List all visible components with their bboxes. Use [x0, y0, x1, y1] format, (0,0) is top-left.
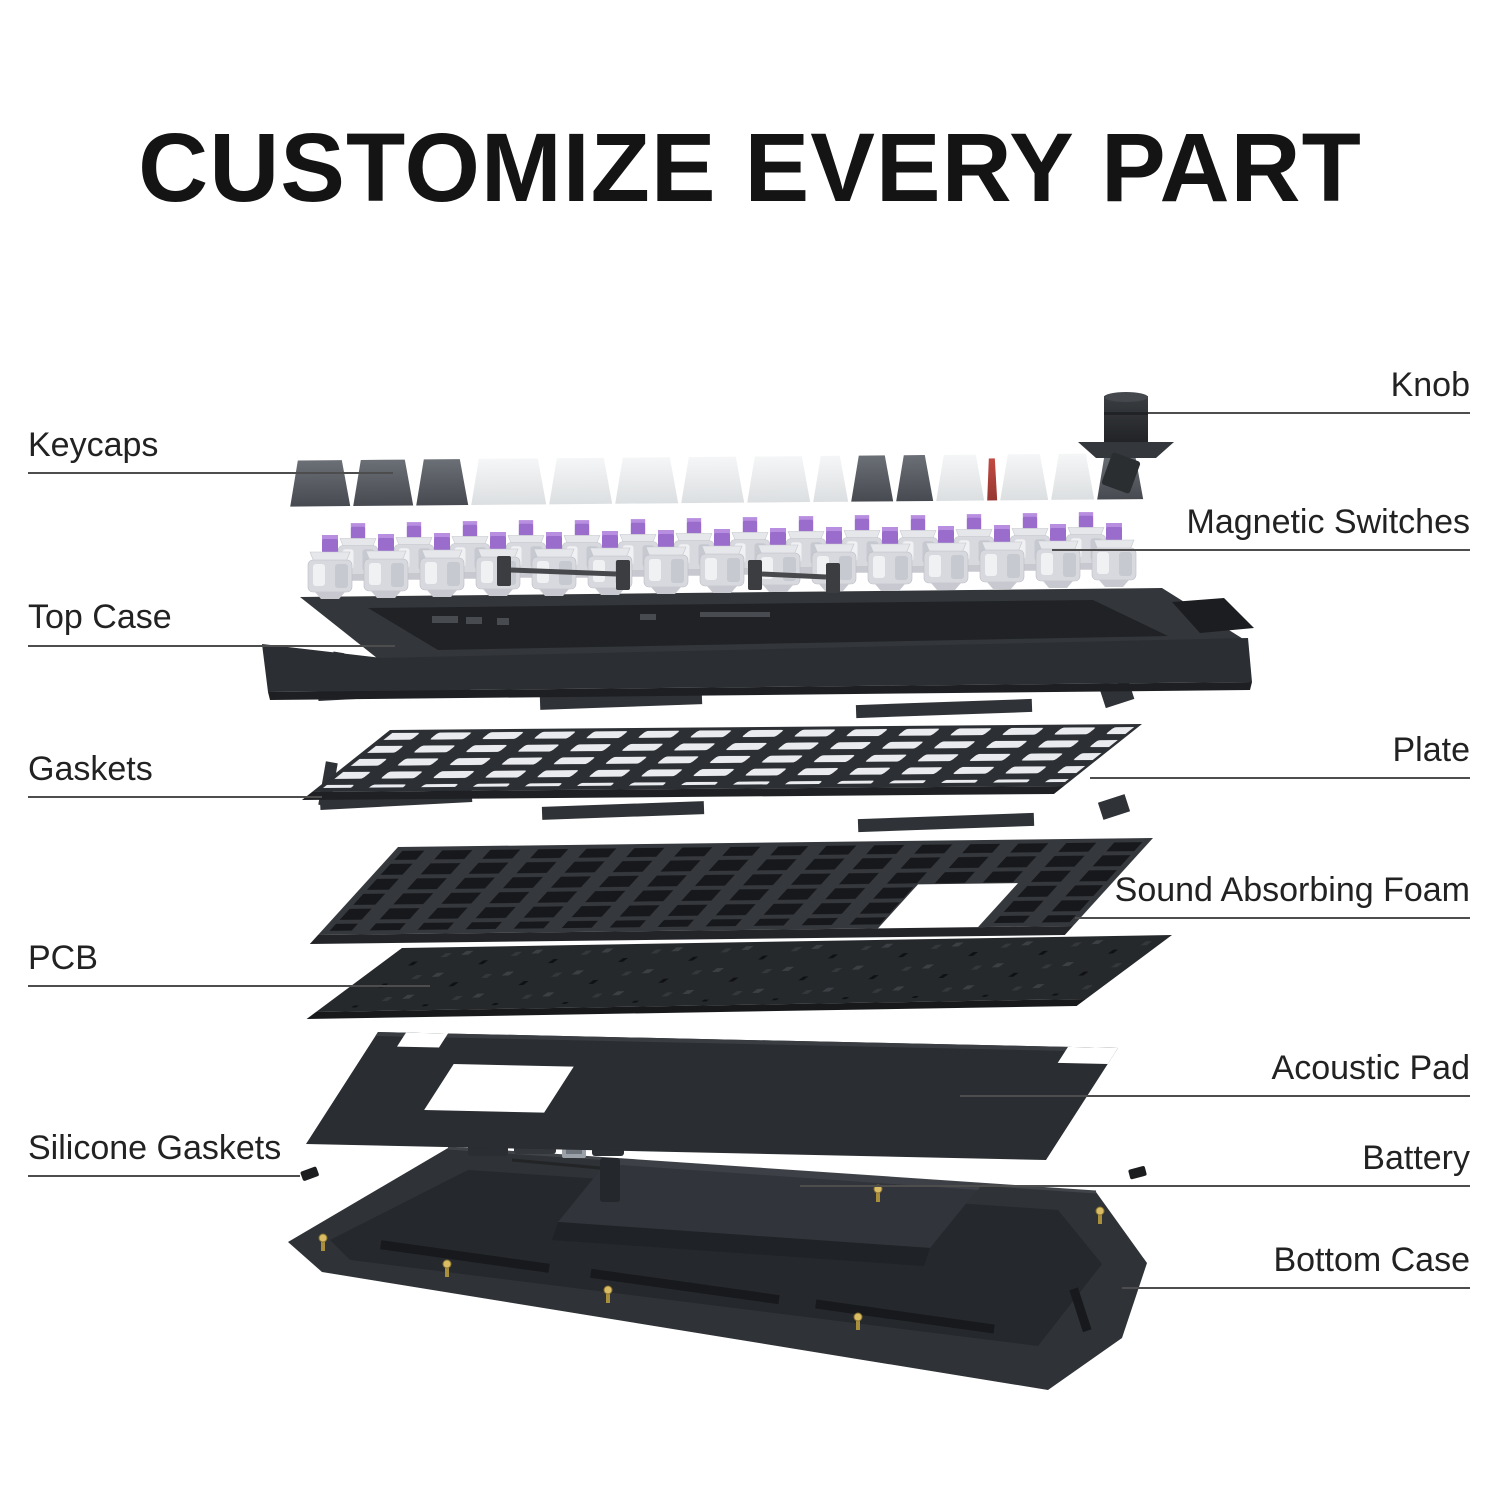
- magnetic-switches-part: [307, 511, 1137, 600]
- battery-part: [552, 1158, 982, 1266]
- leader-line-acoustic-pad: [960, 1095, 1470, 1097]
- label-sound-absorbing-foam: Sound Absorbing Foam: [1114, 871, 1470, 909]
- sound-absorbing-foam-part: [309, 838, 1153, 944]
- leader-line-magnetic-switches: [1052, 549, 1470, 551]
- callout-silicone-gaskets: Silicone Gaskets: [28, 1129, 281, 1168]
- acoustic-pad-part: [305, 1032, 1118, 1160]
- label-bottom-case: Bottom Case: [1273, 1241, 1470, 1279]
- callout-keycaps: Keycaps: [28, 426, 158, 465]
- label-battery: Battery: [1362, 1139, 1470, 1177]
- top-case-part: [262, 588, 1254, 700]
- callout-knob: Knob: [1391, 366, 1470, 405]
- leader-line-plate: [1090, 777, 1470, 779]
- callout-sound-absorbing-foam: Sound Absorbing Foam: [1115, 871, 1470, 910]
- label-knob: Knob: [1390, 366, 1470, 404]
- leader-line-bottom-case: [1122, 1287, 1470, 1289]
- label-top-case: Top Case: [28, 598, 172, 636]
- leader-line-keycaps: [28, 472, 393, 474]
- label-pcb: PCB: [28, 939, 98, 977]
- callout-bottom-case: Bottom Case: [1273, 1241, 1470, 1280]
- leader-line-gaskets: [28, 796, 322, 798]
- pcb-part: [306, 934, 1172, 1019]
- accent-red-keycap: [987, 458, 998, 501]
- stabilizer-icon: [497, 556, 840, 593]
- leader-line-battery: [800, 1185, 1470, 1187]
- label-silicone-gaskets: Silicone Gaskets: [28, 1129, 282, 1167]
- label-gaskets: Gaskets: [28, 750, 153, 788]
- callout-top-case: Top Case: [28, 598, 172, 637]
- label-plate: Plate: [1392, 731, 1471, 769]
- label-magnetic-switches: Magnetic Switches: [1186, 503, 1470, 541]
- plate-part: [301, 723, 1142, 800]
- leader-line-knob: [1148, 412, 1470, 414]
- keycaps-part: [290, 453, 1144, 507]
- bottom-case-part: [288, 1130, 1147, 1390]
- callout-battery: Battery: [1362, 1139, 1470, 1178]
- leader-line-top-case: [28, 645, 395, 647]
- leader-line-silicone-gaskets: [28, 1175, 300, 1177]
- knob-part: [1078, 392, 1174, 494]
- callout-pcb: PCB: [28, 939, 98, 978]
- callout-magnetic-switches: Magnetic Switches: [1187, 503, 1470, 542]
- leader-line-sound-absorbing-foam: [1075, 917, 1470, 919]
- leader-line-pcb: [28, 985, 430, 987]
- callout-plate: Plate: [1393, 731, 1471, 770]
- callout-acoustic-pad: Acoustic Pad: [1272, 1049, 1470, 1088]
- label-keycaps: Keycaps: [28, 426, 159, 464]
- page-title: CUSTOMIZE EVERY PART: [138, 113, 1362, 222]
- callout-gaskets: Gaskets: [28, 750, 153, 789]
- label-acoustic-pad: Acoustic Pad: [1271, 1049, 1470, 1087]
